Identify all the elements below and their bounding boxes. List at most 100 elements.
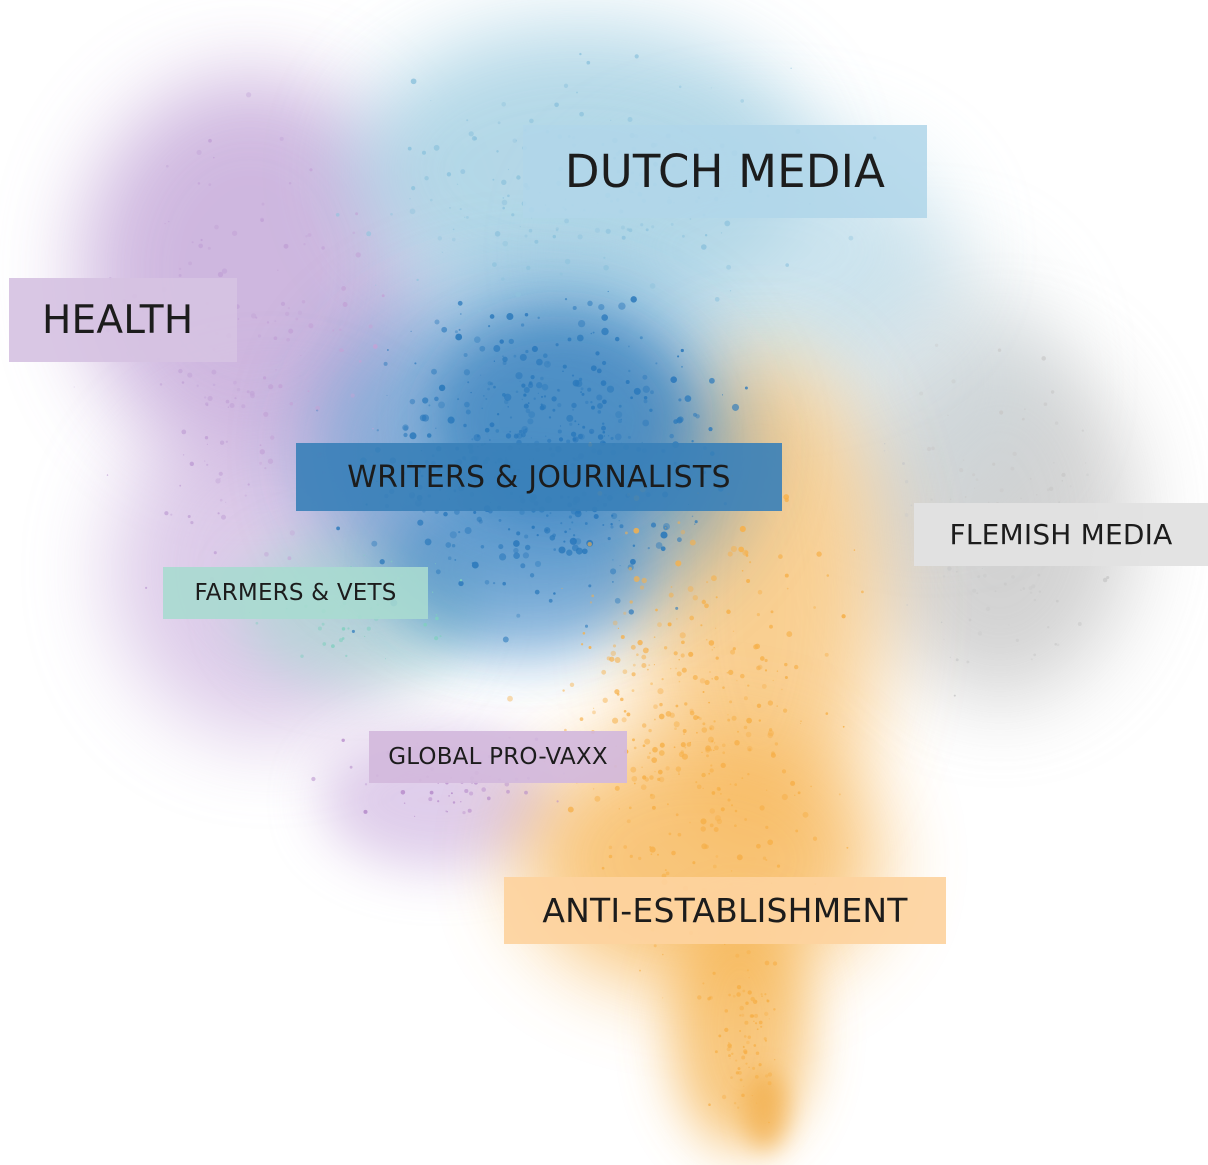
node-dot [741, 1093, 745, 1098]
node-dot [526, 404, 528, 407]
node-dot [603, 435, 606, 437]
node-dot [556, 800, 559, 803]
node-dot [527, 418, 534, 425]
node-dot [437, 236, 443, 241]
node-dot [861, 590, 864, 594]
node-dot [469, 791, 474, 796]
node-dot [693, 715, 699, 721]
node-dot [525, 349, 529, 354]
node-dot [701, 843, 708, 850]
node-dot [467, 381, 470, 384]
node-dot [904, 480, 909, 484]
node-dot [506, 312, 514, 321]
node-dot [653, 636, 656, 638]
node-dot [307, 233, 312, 237]
node-dot [581, 392, 585, 396]
node-dot [704, 234, 708, 237]
node-dot [445, 542, 452, 548]
node-dot [431, 368, 437, 375]
node-dot [726, 609, 731, 615]
node-dot [778, 554, 783, 559]
node-dot [677, 832, 682, 837]
node-dot [588, 428, 595, 435]
node-dot [673, 651, 678, 656]
node-dot [262, 376, 267, 380]
node-dot [760, 993, 763, 996]
node-dot [371, 540, 378, 547]
node-dot [902, 462, 905, 465]
node-dot [331, 644, 335, 648]
node-dot [264, 467, 267, 470]
node-dot [816, 551, 822, 557]
node-dot [701, 772, 706, 778]
node-dot [729, 700, 733, 704]
node-dot [263, 411, 269, 417]
node-dot [594, 795, 601, 802]
node-dot [219, 440, 225, 445]
node-dot [518, 429, 523, 434]
node-dot [734, 740, 740, 746]
node-dot [749, 561, 752, 564]
node-dot [467, 808, 472, 813]
node-dot [368, 324, 373, 329]
node-dot [747, 773, 750, 776]
node-dot [1020, 497, 1022, 500]
node-dot [213, 156, 215, 159]
node-dot [740, 99, 745, 103]
node-dot [178, 267, 182, 271]
node-dot [614, 785, 620, 791]
node-dot [731, 804, 733, 807]
node-dot [765, 1074, 769, 1078]
node-dot [709, 823, 714, 828]
node-dot [711, 649, 713, 651]
node-dot [419, 414, 427, 422]
node-dot [73, 386, 75, 388]
node-dot [208, 183, 212, 186]
node-dot [747, 1035, 752, 1039]
node-dot [629, 600, 633, 604]
node-dot [543, 353, 548, 358]
node-dot [650, 522, 657, 528]
node-dot [402, 424, 409, 431]
node-dot [521, 383, 526, 388]
node-dot [748, 977, 750, 979]
node-dot [486, 796, 491, 801]
node-dot [653, 944, 657, 948]
node-dot [610, 119, 612, 121]
node-dot [450, 792, 453, 795]
node-dot [781, 793, 788, 801]
node-dot [1023, 408, 1026, 411]
node-dot [339, 638, 343, 643]
node-dot [720, 762, 726, 769]
node-dot [332, 329, 335, 332]
node-dot [524, 790, 528, 795]
node-dot [746, 969, 750, 972]
node-dot [434, 319, 440, 325]
node-dot [997, 348, 1002, 352]
node-dot [729, 783, 732, 786]
node-dot [206, 404, 209, 407]
node-dot [931, 446, 935, 451]
node-dot [620, 418, 623, 420]
node-dot [636, 653, 639, 656]
node-dot [727, 798, 731, 802]
node-dot [562, 364, 567, 369]
node-dot [730, 870, 733, 872]
node-dot [577, 423, 580, 426]
node-dot [496, 413, 500, 416]
node-dot [520, 563, 526, 569]
node-dot [507, 406, 509, 408]
node-dot [757, 664, 763, 670]
node-dot [721, 743, 726, 748]
node-dot [651, 805, 656, 810]
node-dot [677, 416, 684, 423]
node-dot [687, 586, 694, 592]
node-dot [668, 592, 674, 598]
node-dot [1035, 493, 1038, 496]
node-dot [981, 567, 983, 569]
node-dot [955, 658, 959, 662]
node-dot [992, 462, 996, 466]
node-dot [745, 731, 752, 738]
node-dot [460, 801, 462, 803]
node-dot [471, 561, 479, 569]
